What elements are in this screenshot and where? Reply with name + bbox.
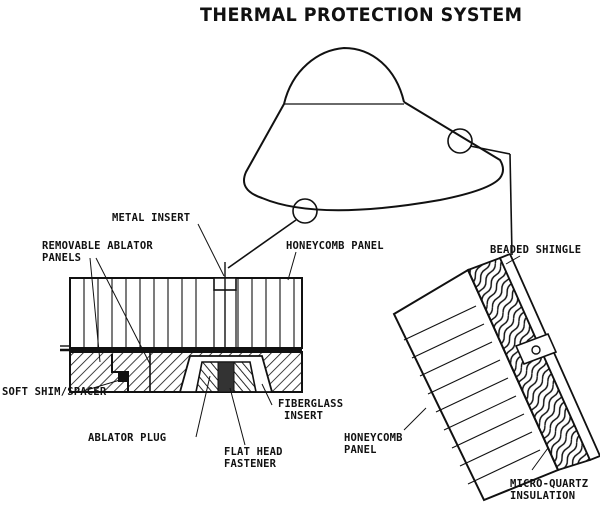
label-fiberglass: FIBERGLASS	[278, 398, 344, 410]
right-leader-lines	[403, 255, 549, 471]
diagram-title: THERMAL PROTECTION SYSTEM	[200, 4, 523, 26]
label-honeycomb-right-panel: PANEL	[344, 444, 377, 456]
label-flat-head: FLAT HEAD	[224, 446, 283, 458]
left-cross-section	[60, 262, 303, 393]
label-micro-quartz-insulation: INSULATION	[510, 490, 576, 502]
label-soft-shim-spacer: SOFT SHIM/SPACER	[2, 386, 107, 398]
capsule-outline	[243, 46, 504, 212]
label-honeycomb-right: HONEYCOMB	[344, 432, 403, 444]
label-metal-insert: METAL INSERT	[112, 212, 191, 224]
detail-callouts	[227, 128, 513, 269]
label-honeycomb-panel-left: HONEYCOMB PANEL	[286, 240, 384, 252]
label-micro-quartz: MICRO-QUARTZ	[510, 478, 589, 490]
label-removable-ablator: REMOVABLE ABLATOR	[42, 240, 153, 252]
label-removable-ablator-panels: PANELS	[42, 252, 82, 264]
left-leader-lines	[79, 223, 297, 446]
label-beaded-shingle: BEADED SHINGLE	[490, 244, 582, 256]
label-ablator-plug: ABLATOR PLUG	[88, 432, 167, 444]
label-fiberglass-insert: INSERT	[284, 410, 324, 422]
label-flat-head-fastener: FASTENER	[224, 458, 277, 470]
right-cross-section	[392, 252, 600, 502]
